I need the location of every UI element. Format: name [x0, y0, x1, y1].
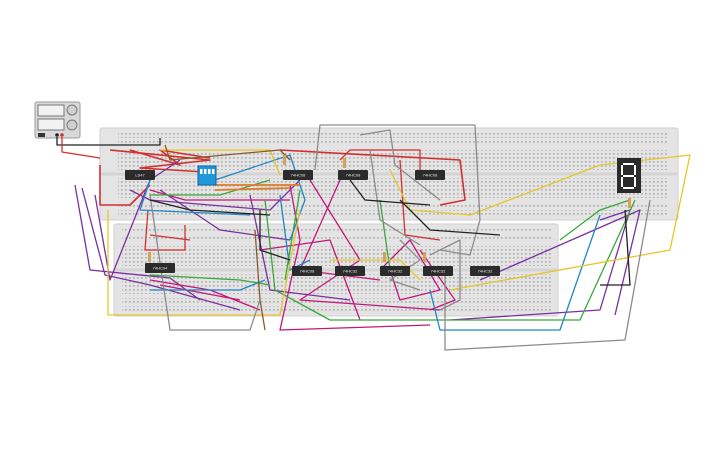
chip-label: 74HC08 — [423, 173, 438, 178]
ic-chip-9[interactable]: 74HC32 — [423, 266, 453, 276]
seven-segment-display-icon[interactable] — [617, 158, 641, 193]
chip-label: LS47 — [135, 173, 145, 178]
chip-label: 74HC32 — [431, 269, 446, 274]
chip-label: 74HC08 — [346, 173, 361, 178]
ic-chip-10[interactable]: 74HC32 — [470, 266, 500, 276]
ic-chip-2[interactable]: 74HC08 — [283, 170, 313, 180]
power-supply-icon[interactable] — [34, 101, 81, 139]
ic-chip-4[interactable]: 74HC08 — [415, 170, 445, 180]
resistor-icon — [148, 155, 631, 262]
ic-chip-3[interactable]: 74HC08 — [338, 170, 368, 180]
ic-chip-6[interactable]: 74HC08 — [292, 266, 322, 276]
chip-label: 74HC32 — [478, 269, 493, 274]
dip-switch-icon[interactable] — [197, 165, 217, 186]
ic-chip-8[interactable]: 74HC32 — [380, 266, 410, 276]
chip-label: 74HC04 — [153, 266, 168, 271]
wire-layer[interactable] — [56, 124, 691, 351]
breadboard-top[interactable] — [99, 127, 679, 221]
chip-label: 74HC32 — [343, 269, 358, 274]
ic-chip-7[interactable]: 74HC32 — [335, 266, 365, 276]
chip-label: 74HC32 — [388, 269, 403, 274]
chip-label: 74HC08 — [300, 269, 315, 274]
chip-label: 74HC08 — [291, 173, 306, 178]
ic-chip-5[interactable]: 74HC04 — [145, 263, 175, 273]
ic-chip-1[interactable]: LS47 — [125, 170, 155, 180]
